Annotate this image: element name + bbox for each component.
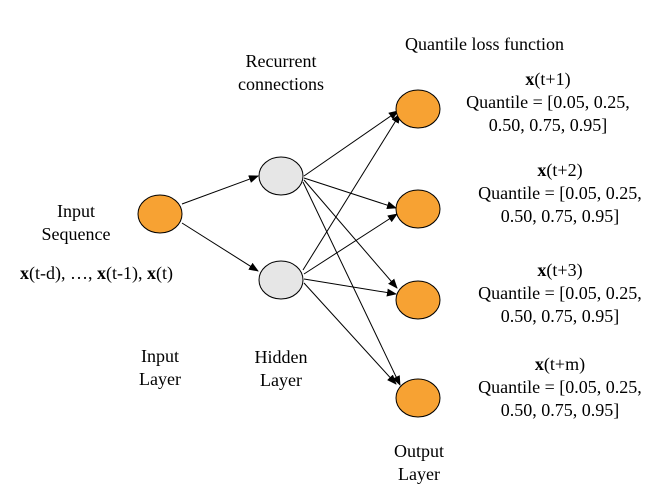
output-4-quantile-line-2: 0.50, 0.75, 0.95] [500,400,620,420]
output-label-3: x(t+3) Quantile = [0.05, 0.25, 0.50, 0.7… [460,259,660,328]
input-t2: (t-1), [105,263,147,283]
output-label-4: x(t+m) Quantile = [0.05, 0.25, 0.50, 0.7… [460,353,660,422]
output-node-4 [395,378,441,418]
output-1-quantile-line-2: 0.50, 0.75, 0.95] [488,115,608,135]
output-2-variable: x(t+2) [537,160,583,180]
input-sequence-formula: x(t-d), …, x(t-1), x(t) [20,262,173,285]
output-node-1 [395,89,441,129]
output-layer-label: Output Layer [381,440,457,486]
input-x1: x [20,263,29,283]
edge-hidden1-output3 [303,179,398,289]
output-layer-line-1: Output [393,441,444,461]
input-seq-line-1: Input [57,201,95,221]
input-x3: x [146,263,156,283]
output-3-quantile-line-1: Quantile = [0.05, 0.25, [478,283,642,303]
hidden-node-2 [258,260,304,300]
output-3-quantile-line-2: 0.50, 0.75, 0.95] [500,306,620,326]
output-1-quantile-line-1: Quantile = [0.05, 0.25, [466,92,630,112]
input-layer-label: Input Layer [125,345,195,391]
output-4-quantile-line-1: Quantile = [0.05, 0.25, [478,377,642,397]
output-label-2: x(t+2) Quantile = [0.05, 0.25, 0.50, 0.7… [460,159,660,228]
edge-hidden2-output4 [303,282,397,385]
output-node-3 [395,280,441,320]
edge-hidden2-output3 [303,278,397,297]
recurrent-line-2: connections [238,74,324,94]
input-t1: (t-d), …, [29,263,97,283]
edge-hidden1-output1 [303,110,399,177]
input-t3: (t) [155,263,173,283]
recurrent-connections-label: Recurrent connections [218,50,344,96]
input-layer-line-1: Input [141,346,179,366]
input-x2: x [96,263,106,283]
hidden-layer-line-2: Layer [260,370,302,390]
hidden-layer-label: Hidden Layer [243,346,319,392]
hidden-node-1 [258,156,304,196]
recurrent-line-1: Recurrent [245,51,317,71]
hidden-layer-line-1: Hidden [254,347,308,367]
input-seq-line-2: Sequence [41,224,111,244]
output-4-variable: x(t+m) [534,354,586,374]
edge-hidden1-output2 [303,177,397,210]
output-2-quantile-line-2: 0.50, 0.75, 0.95] [500,206,620,226]
input-layer-line-2: Layer [139,369,181,389]
output-layer-line-2: Layer [398,464,440,484]
edge-input-hidden2 [181,222,259,272]
input-sequence-label: Input Sequence [24,200,128,246]
output-node-2 [395,189,441,229]
quantile-loss-label: Quantile loss function [405,34,564,54]
output-label-1: x(t+1) Quantile = [0.05, 0.25, 0.50, 0.7… [448,68,648,137]
output-2-quantile-line-1: Quantile = [0.05, 0.25, [478,183,642,203]
input-node [137,194,183,234]
edge-input-hidden1 [181,175,259,205]
output-1-variable: x(t+1) [525,69,571,89]
edge-hidden2-output2 [303,213,398,275]
output-3-variable: x(t+3) [537,260,583,280]
edge-hidden2-output1 [302,113,401,271]
edge-hidden1-output4 [302,181,401,386]
